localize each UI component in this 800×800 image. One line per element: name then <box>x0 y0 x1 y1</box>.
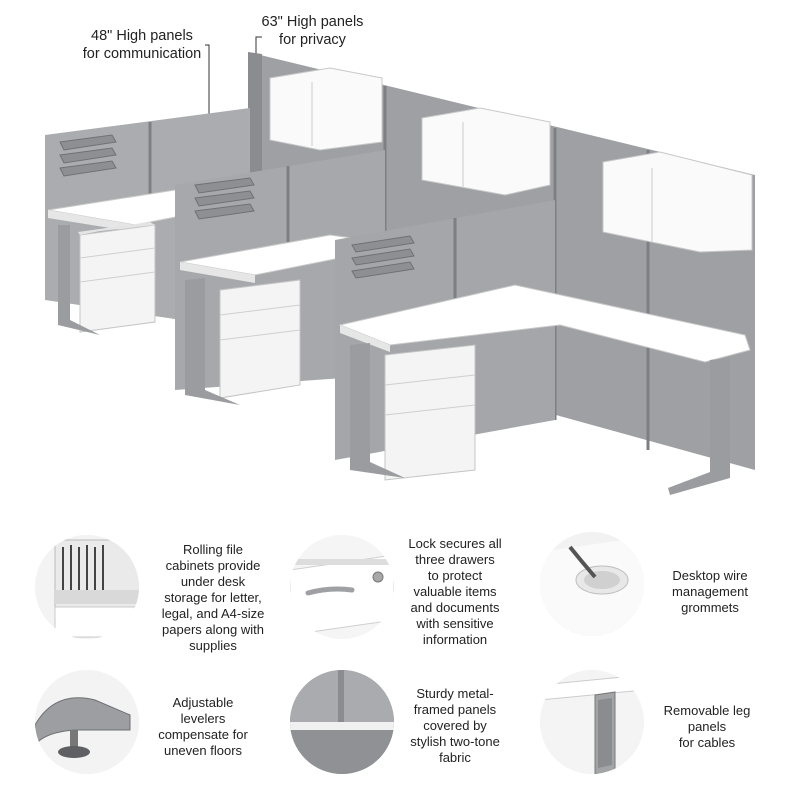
drawer-lock-icon <box>290 535 394 639</box>
feature-leg-panel-text: Removable leg panels for cables <box>663 703 751 750</box>
leveler-icon <box>35 670 139 774</box>
feature-file-cabinet-text: Rolling file cabinets provide under desk… <box>161 542 265 653</box>
file-cabinet-icon <box>35 535 139 639</box>
callout-48-panels: 48" High panels for communication <box>82 28 202 62</box>
panel-frame-icon <box>290 670 394 774</box>
feature-panel-frame-text: Sturdy metal- framed panels covered by s… <box>410 686 500 765</box>
overhead-cabinet <box>269 67 383 151</box>
feature-grommet-text: Desktop wire management grommets <box>672 568 748 615</box>
callout-63-panels: 63" High panels for privacy <box>261 14 364 48</box>
feature-leveler-text: Adjustable levelers compensate for uneve… <box>158 695 248 758</box>
feature-drawer-lock-text: Lock secures all three drawers to protec… <box>408 536 502 647</box>
leg-panel-icon <box>540 670 644 774</box>
wire-grommet-icon <box>540 532 644 636</box>
cubicle-workstations-image <box>45 36 755 495</box>
